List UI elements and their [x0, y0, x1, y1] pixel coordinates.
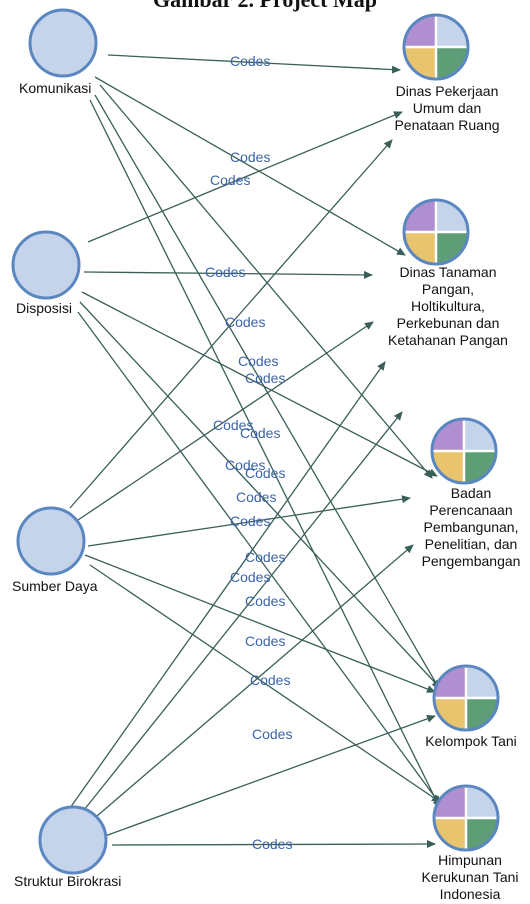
case-node-label-kelompok-tani: Kelompok Tani — [425, 733, 517, 749]
case-node-slice — [434, 666, 466, 698]
edge-label-codes: Codes — [225, 314, 265, 330]
edge-label-codes: Codes — [236, 489, 276, 505]
edge-disposisi-to-badan-perencanaan — [81, 291, 438, 477]
case-node-slice — [404, 232, 436, 264]
case-node-dinas-pu[interactable] — [402, 13, 470, 81]
edge-komunikasi-to-himpunan — [89, 99, 441, 809]
case-node-dinas-tanaman[interactable] — [402, 198, 470, 266]
edge-label-codes: Codes — [210, 172, 250, 188]
edge-sumber-daya-to-dinas-pu — [69, 139, 393, 509]
case-node-slice — [436, 15, 468, 47]
edge-label-codes: Codes — [245, 593, 285, 609]
edge-label-codes: Codes — [230, 513, 270, 529]
edge-disposisi-to-kelompok-tani — [79, 301, 441, 689]
edge-label-codes: Codes — [230, 53, 270, 69]
case-node-badan-perencanaan[interactable] — [430, 417, 498, 485]
case-node-slice — [432, 419, 464, 451]
case-node-himpunan[interactable] — [432, 784, 500, 852]
edge-struktur-birokrasi-to-dinas-pu — [69, 361, 386, 809]
edge-komunikasi-to-dinas-pu — [107, 54, 401, 74]
case-node-slice — [436, 47, 468, 79]
edge-label-codes: Codes — [240, 425, 280, 441]
edge-label-codes: Codes — [225, 457, 265, 473]
case-node-slice — [466, 786, 498, 818]
edge-sumber-daya-to-himpunan — [89, 564, 441, 803]
edge-komunikasi-to-dinas-tanaman — [94, 76, 406, 256]
edge-label-codes: Codes — [213, 417, 253, 433]
code-node-komunikasi[interactable] — [28, 8, 98, 78]
edge-struktur-birokrasi-to-badan-perencanaan — [89, 544, 414, 823]
case-node-slice — [432, 451, 464, 483]
diagram-title: Gambar 2. Project Map — [0, 0, 530, 13]
code-node-disposisi[interactable] — [11, 230, 81, 300]
edge-komunikasi-to-badan-perencanaan — [99, 84, 433, 479]
case-node-slice — [434, 786, 466, 818]
code-node-label-disposisi: Disposisi — [16, 300, 73, 316]
case-node-slice — [404, 15, 436, 47]
case-node-kelompok-tani[interactable] — [432, 664, 500, 732]
case-node-slice — [464, 451, 496, 483]
case-node-slice — [436, 200, 468, 232]
case-node-slice — [434, 818, 466, 850]
edge-label-codes: Codes — [252, 836, 292, 852]
edge-label-codes: Codes — [205, 264, 245, 280]
edge-disposisi-to-dinas-pu — [87, 111, 403, 243]
edge-sumber-daya-to-dinas-tanaman — [77, 321, 374, 521]
case-node-label-himpunan: Himpunan Kerukunan Tani Indonesia — [421, 852, 519, 902]
case-node-slice — [404, 200, 436, 232]
case-node-slice — [434, 698, 466, 730]
code-node-sumber-daya[interactable] — [16, 506, 86, 576]
edge-sumber-daya-to-badan-perencanaan — [87, 495, 411, 547]
edge-label-codes: Codes — [250, 672, 290, 688]
case-node-slice — [466, 698, 498, 730]
code-node-label-struktur-birokrasi: Struktur Birokrasi — [14, 873, 122, 889]
edge-disposisi-to-dinas-tanaman — [83, 270, 373, 279]
edge-label-codes: Codes — [245, 549, 285, 565]
edge-struktur-birokrasi-to-kelompok-tani — [104, 714, 436, 837]
case-node-slice — [436, 232, 468, 264]
edge-label-codes: Codes — [252, 726, 292, 742]
case-node-slice — [466, 818, 498, 850]
code-node-label-sumber-daya: Sumber Daya — [12, 578, 98, 594]
case-node-slice — [404, 47, 436, 79]
edge-disposisi-to-himpunan — [77, 311, 441, 805]
code-node-struktur-birokrasi[interactable] — [38, 805, 108, 875]
edge-label-codes: Codes — [245, 370, 285, 386]
case-node-label-dinas-pu: Dinas Pekerjaan Umum dan Penataan Ruang — [394, 83, 500, 133]
edge-sumber-daya-to-kelompok-tani — [84, 554, 436, 693]
edge-label-codes: Codes — [245, 633, 285, 649]
case-node-label-badan-perencanaan: Badan Perencanaan Pembangunan, Penelitia… — [421, 485, 521, 569]
edge-label-codes: Codes — [230, 149, 270, 165]
edge-struktur-birokrasi-to-himpunan — [111, 840, 436, 849]
code-node-label-komunikasi: Komunikasi — [19, 80, 92, 96]
case-node-slice — [464, 419, 496, 451]
case-node-label-dinas-tanaman: Dinas Tanaman Pangan, Holtikultura, Perk… — [388, 264, 508, 348]
edge-label-codes: Codes — [245, 465, 285, 481]
case-node-slice — [466, 666, 498, 698]
edge-struktur-birokrasi-to-dinas-tanaman — [79, 411, 403, 816]
edge-label-codes: Codes — [230, 569, 270, 585]
edge-label-codes: Codes — [238, 353, 278, 369]
